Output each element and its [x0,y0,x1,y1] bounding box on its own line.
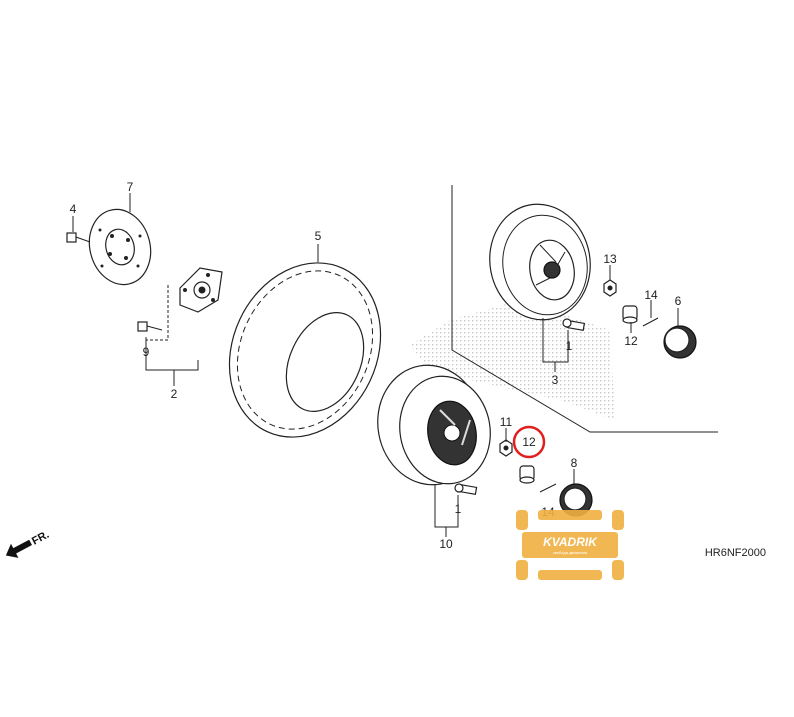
logo-tagline: свобода движения [553,550,588,555]
kvadrik-logo: KVADRIK свобода движения [516,510,624,580]
nut-13 [603,279,617,297]
bolt-10 [66,232,91,243]
logo-brand: KVADRIK [543,535,598,549]
diagram-code: HR6NF2000 [705,547,766,559]
callout-2: 2 [171,387,178,401]
direction-label: FR. [30,529,51,548]
callout-1-rear: 1 [566,339,573,353]
shadow-area [410,300,615,420]
callout-3: 3 [552,373,559,387]
callout-10: 4 [70,202,77,216]
callout-14-rear: 14 [644,288,658,302]
callout-12-front: 12 [522,435,536,449]
callout-5: 5 [315,229,322,243]
wheel-rear [489,203,591,321]
nut-12-rear [622,305,638,324]
callout-7: 8 [571,456,578,470]
valve-stem-rear [562,318,586,332]
cotter-pin-front [539,483,557,493]
callout-13: 13 [603,252,617,266]
brake-disc [88,208,152,286]
wheel-hub [179,267,223,313]
highlight-ring [512,425,546,459]
callout-9: 9 [143,345,150,359]
callout-12-rear: 12 [624,334,638,348]
valve-stem-front [454,483,478,496]
nut-11 [499,439,513,457]
callout-4: 10 [439,537,453,551]
bolt-9 [137,321,163,332]
tire [228,262,382,438]
nut-12-front [519,465,535,484]
cotter-pin-rear [642,317,659,327]
callout-6: 6 [675,294,682,308]
leader-lines [72,193,679,537]
inset-frame [451,185,718,433]
callout-1-front: 1 [455,502,462,516]
front-direction: FR. [5,529,51,558]
callout-8: 7 [127,180,134,194]
wheel-front [377,364,491,486]
callout-11: 11 [500,415,513,429]
cap-6 [663,325,697,359]
